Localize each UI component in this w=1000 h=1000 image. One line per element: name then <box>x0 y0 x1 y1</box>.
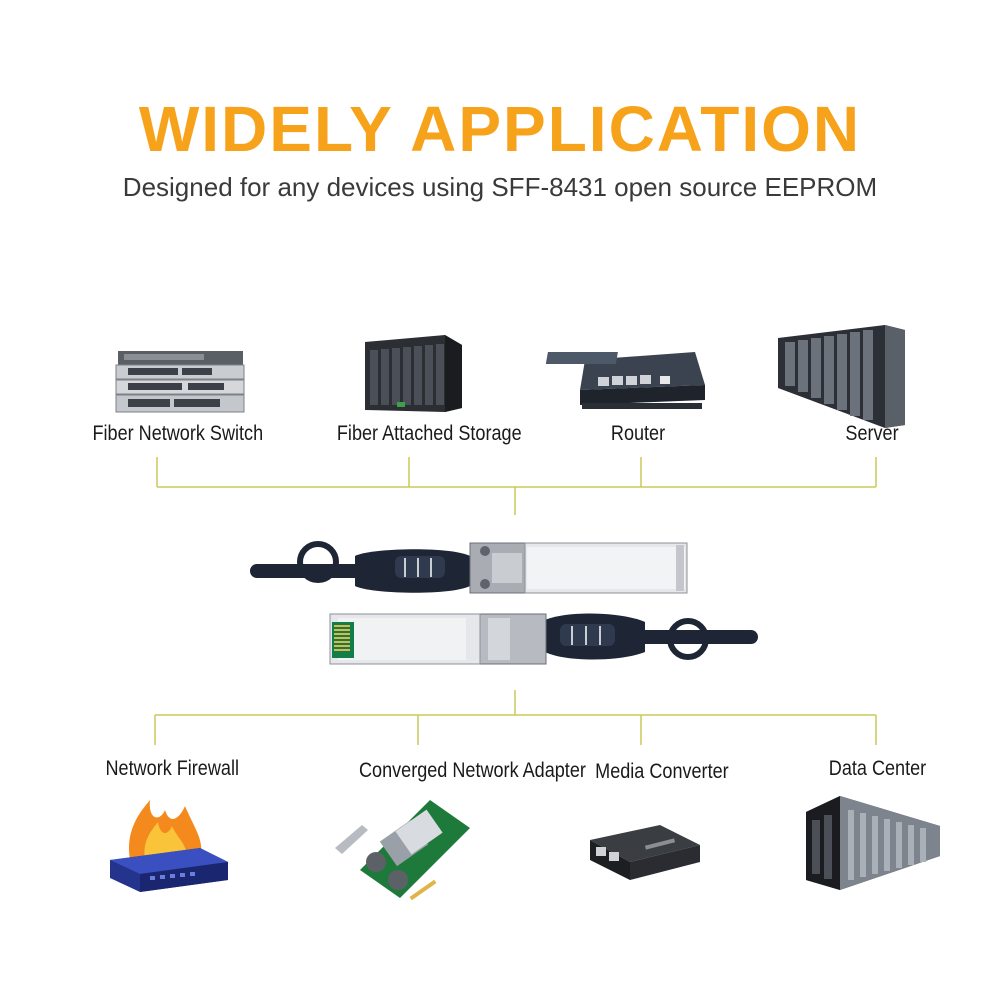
device-label-fiber-network-switch: Fiber Network Switch <box>92 422 264 445</box>
page-title: WIDELY APPLICATION <box>138 93 862 165</box>
device-label-data-center: Data Center <box>828 757 927 780</box>
device-label-media-converter: Media Converter <box>595 760 729 783</box>
device-label-server: Server <box>845 422 899 445</box>
device-label-fiber-attached-storage: Fiber Attached Storage <box>336 422 522 445</box>
page-subtitle: Designed for any devices using SFF-8431 … <box>122 172 878 202</box>
device-label-converged-network-adapter: Converged Network Adapter <box>359 759 586 782</box>
device-label-router: Router <box>610 422 666 445</box>
device-label-network-firewall: Network Firewall <box>105 757 239 780</box>
